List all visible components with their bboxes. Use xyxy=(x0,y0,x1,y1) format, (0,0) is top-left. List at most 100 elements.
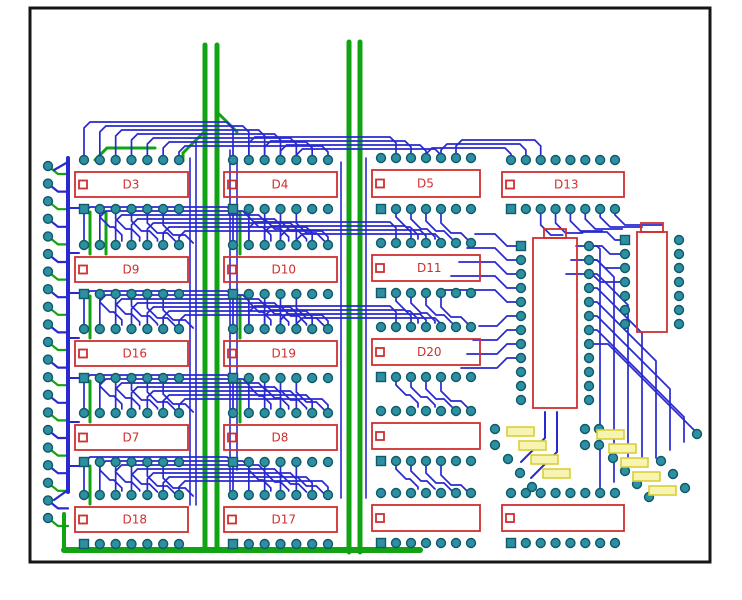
trace-segment xyxy=(178,314,329,330)
trace-segment xyxy=(279,229,427,246)
pad xyxy=(375,405,387,417)
trace-segment xyxy=(425,296,453,324)
pad xyxy=(535,203,546,215)
trace-segment xyxy=(279,212,308,242)
resistor[interactable] xyxy=(596,429,625,440)
pad xyxy=(275,203,286,215)
pad xyxy=(94,203,106,215)
pad xyxy=(375,371,387,383)
ic-footprint-D4[interactable]: D4 xyxy=(223,171,338,198)
pad xyxy=(173,288,185,300)
pad xyxy=(306,489,318,501)
ic-label: D16 xyxy=(123,347,148,361)
pad xyxy=(583,310,595,322)
pad xyxy=(110,239,121,251)
pad xyxy=(126,203,137,215)
ic-footprint-D16[interactable]: D16 xyxy=(74,340,189,367)
ic-footprint-D10[interactable]: D10 xyxy=(223,256,338,283)
trace-segment xyxy=(178,230,329,246)
ic-outline xyxy=(501,504,625,532)
pad xyxy=(42,336,54,348)
ic-footprint-unlabeled[interactable] xyxy=(371,422,481,450)
ic-footprint-D20[interactable]: D20 xyxy=(371,338,481,366)
pad xyxy=(259,323,270,335)
pad xyxy=(110,489,121,501)
pad xyxy=(450,405,462,417)
pad xyxy=(580,537,591,549)
pad xyxy=(583,338,595,350)
ic-footprint-D18[interactable]: D18 xyxy=(74,506,189,533)
pad xyxy=(78,203,90,215)
pad xyxy=(691,428,703,440)
ic-footprint-D3[interactable]: D3 xyxy=(74,171,189,198)
pad xyxy=(94,372,106,384)
resistor[interactable] xyxy=(530,454,559,465)
trace-segment xyxy=(440,380,470,410)
pin1-notch-icon xyxy=(227,348,237,359)
pad xyxy=(306,456,318,468)
resistor[interactable] xyxy=(542,468,571,479)
pad xyxy=(465,537,477,549)
ic-footprint-D5[interactable]: D5 xyxy=(371,169,481,198)
ic-footprint-D17[interactable]: D17 xyxy=(223,506,338,533)
pad xyxy=(243,489,255,501)
pad xyxy=(673,318,685,330)
ic-footprint-D9[interactable]: D9 xyxy=(74,256,189,283)
resistor[interactable] xyxy=(506,426,535,437)
resistor[interactable] xyxy=(608,443,637,454)
resistor[interactable] xyxy=(620,457,649,468)
pad xyxy=(142,372,153,384)
pad xyxy=(42,248,54,260)
ic-footprint-unlabeled[interactable] xyxy=(371,504,481,532)
pad xyxy=(291,407,302,419)
ic-footprint-D8[interactable]: D8 xyxy=(223,424,338,451)
pad xyxy=(655,455,667,467)
pad xyxy=(78,372,90,384)
pin1-notch-icon xyxy=(227,179,237,190)
pad xyxy=(550,203,561,215)
trace-segment xyxy=(565,273,626,283)
resistor[interactable] xyxy=(518,440,547,451)
pad xyxy=(259,407,270,419)
pad xyxy=(275,154,286,166)
ic-footprint-D7[interactable]: D7 xyxy=(74,424,189,451)
pad xyxy=(619,248,631,260)
pad xyxy=(583,394,595,406)
pad xyxy=(173,456,185,468)
pad xyxy=(126,154,137,166)
pad xyxy=(322,407,334,419)
pad xyxy=(42,231,54,242)
resistor[interactable] xyxy=(632,471,661,482)
resistor[interactable] xyxy=(648,485,677,496)
pad xyxy=(42,160,54,172)
pad xyxy=(110,288,121,300)
ic-footprint-D13[interactable]: D13 xyxy=(501,171,625,198)
trace-segment xyxy=(162,141,314,161)
pad xyxy=(110,154,121,166)
ic-footprint-unlabeled[interactable] xyxy=(501,504,625,532)
pad xyxy=(515,380,527,392)
ic-footprint-unlabeled[interactable] xyxy=(636,222,668,333)
pin1-notch-icon xyxy=(375,178,385,189)
trace-segment xyxy=(410,296,436,324)
trace-segment xyxy=(178,398,329,414)
trace-segment xyxy=(279,144,427,161)
pad xyxy=(157,239,169,251)
ic-footprint-D11[interactable]: D11 xyxy=(371,254,481,282)
pad xyxy=(243,203,255,215)
trace-segment xyxy=(472,329,522,341)
pad xyxy=(94,239,106,251)
trace-segment xyxy=(520,411,558,479)
pin1-notch-icon xyxy=(78,179,88,190)
ic-footprint-D19[interactable]: D19 xyxy=(223,340,338,367)
pad xyxy=(390,203,402,215)
pad xyxy=(420,487,432,499)
ic-label: D3 xyxy=(123,178,140,192)
trace-segment xyxy=(455,139,542,159)
ic-footprint-unlabeled[interactable] xyxy=(532,228,578,409)
pad xyxy=(42,354,54,365)
trace-segment xyxy=(114,465,141,492)
pad xyxy=(275,323,286,335)
pad xyxy=(526,481,538,493)
